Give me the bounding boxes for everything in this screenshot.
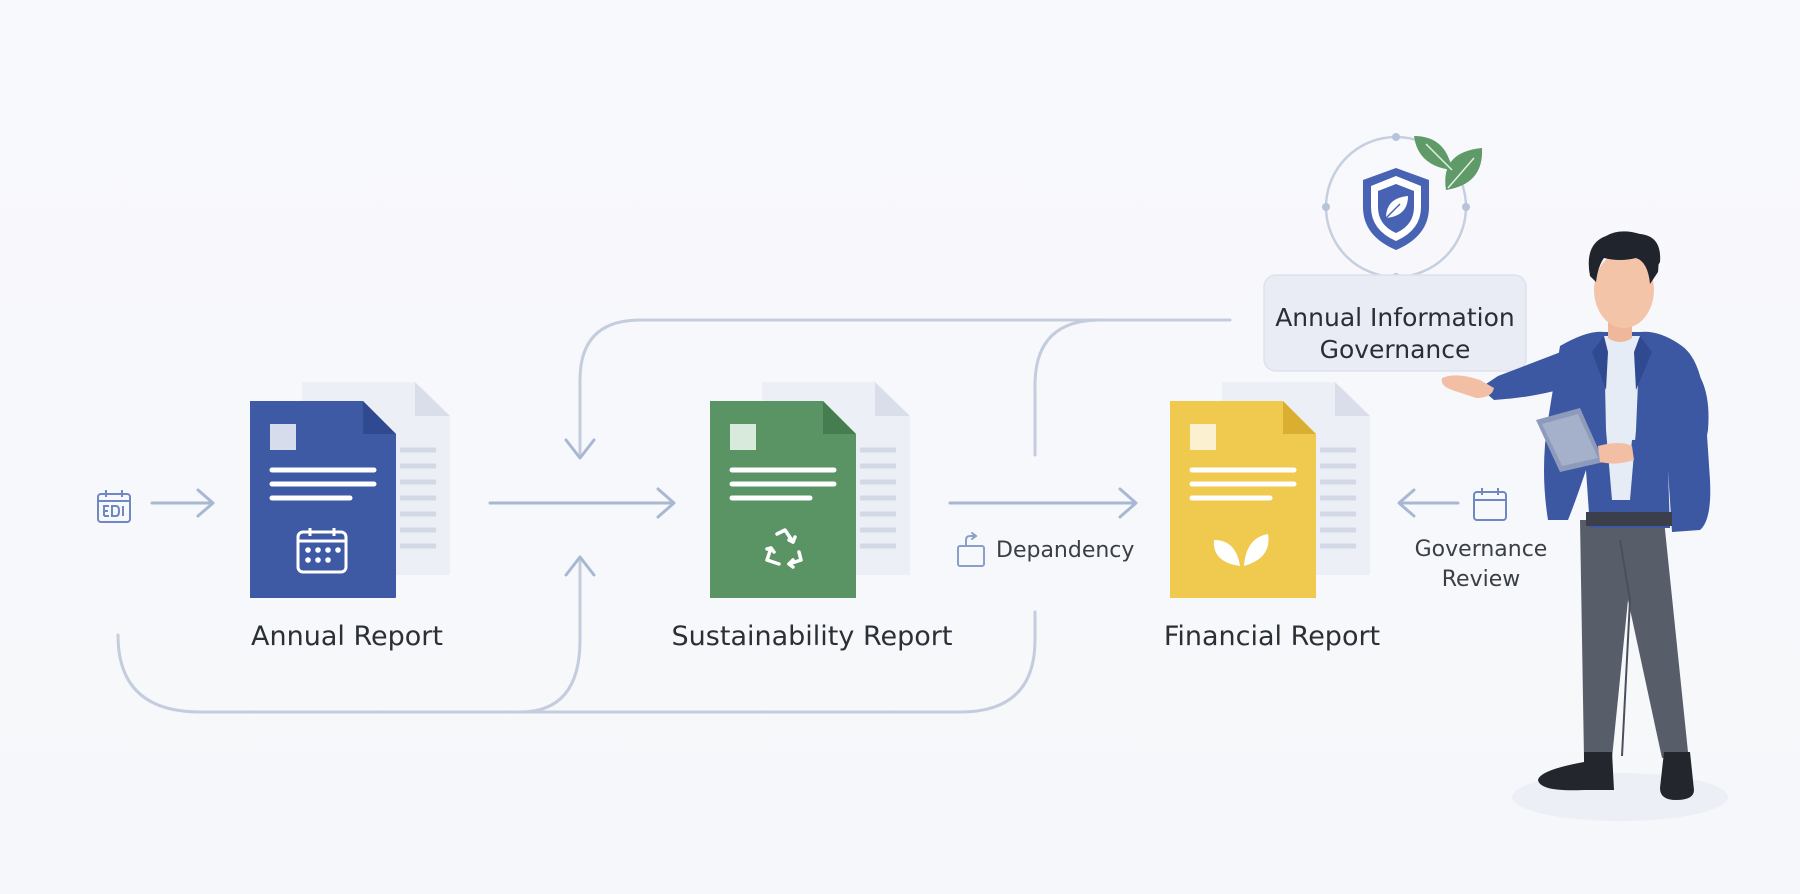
recycle-icon	[765, 528, 803, 569]
tablet	[1536, 408, 1604, 472]
governance-emblem	[1322, 133, 1483, 281]
governance-title-line1: Annual Information	[1275, 303, 1515, 332]
dependency-label: Depandency	[996, 538, 1134, 563]
arrowhead-down	[564, 438, 596, 460]
governance-box[interactable]: Annual Information Governance	[1263, 274, 1527, 372]
financial-report-label: Financial Report	[1164, 621, 1380, 652]
arrow-into-annual	[150, 488, 215, 518]
dependency-icon	[957, 532, 985, 567]
connectors	[116, 318, 1232, 714]
sustainability-report-label: Sustainability Report	[672, 621, 953, 652]
connector-bottom-up	[518, 558, 582, 714]
financial-report-node[interactable]	[1170, 382, 1370, 598]
right-calendar-icon	[1473, 488, 1507, 521]
calendar-icon	[296, 528, 348, 574]
sustainability-report-node[interactable]	[710, 382, 910, 598]
connector-bottom-loop	[116, 610, 1037, 714]
connector-inner-loop	[1033, 318, 1232, 457]
leaves-icon	[1414, 136, 1483, 190]
arrow-into-financial	[1397, 488, 1460, 518]
horizontal-arrows	[150, 487, 1460, 519]
arrow-annual-to-sustainability	[488, 487, 676, 519]
arrowhead-up	[564, 555, 596, 577]
governance-review-label-line2: Review	[1442, 567, 1521, 592]
annual-report-node[interactable]	[250, 382, 450, 598]
shield-icon	[1363, 168, 1429, 250]
left-calendar-icon	[97, 490, 131, 523]
connector-top-loop	[578, 318, 1232, 457]
leaf-icon	[1213, 534, 1269, 566]
governance-title-line2: Governance	[1320, 335, 1471, 364]
arrow-sustainability-to-financial	[948, 487, 1138, 519]
annual-report-label: Annual Report	[251, 621, 443, 652]
presenter-person	[1441, 231, 1733, 823]
governance-review-label-line1: Governance	[1415, 537, 1548, 562]
